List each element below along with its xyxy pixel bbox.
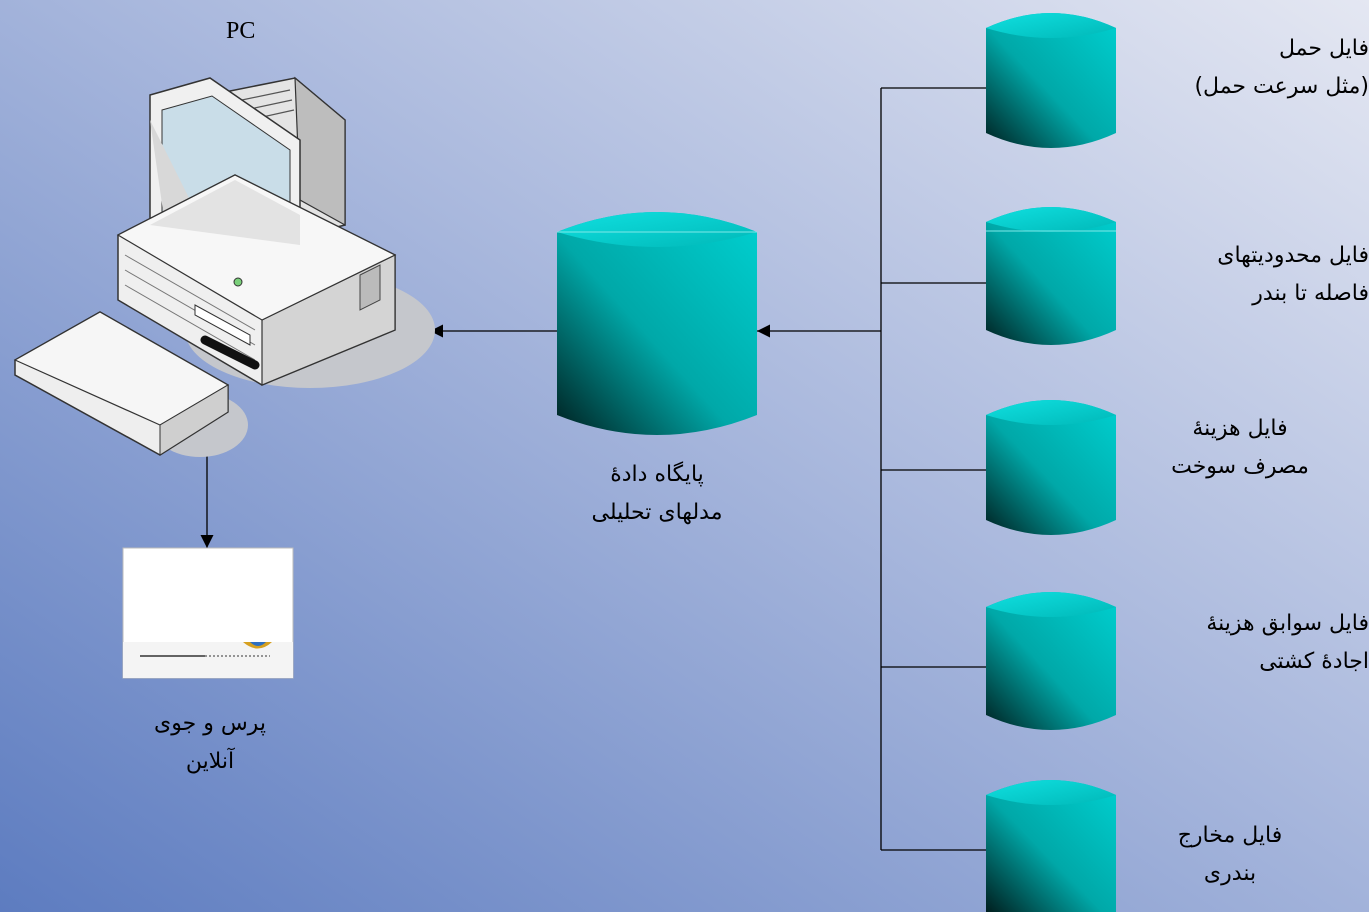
database-label: پایگاه دادهٔ مدلهای تحلیلی bbox=[557, 456, 757, 532]
file-label-line2: مصرف سوخت bbox=[1171, 454, 1309, 479]
file-label-line2: بندری bbox=[1203, 861, 1257, 886]
cylinder-fuel-cost-file bbox=[986, 400, 1116, 535]
database-label-line2: مدلهای تحلیلی bbox=[591, 500, 723, 525]
file-label-line1: فایل مخارج bbox=[1177, 823, 1283, 848]
connector-lines bbox=[200, 87, 986, 851]
file-label-line2: (مثل سرعت حمل) bbox=[1194, 74, 1369, 99]
file-label-shipping: فایل حمل (مثل سرعت حمل) bbox=[1140, 30, 1369, 106]
file-label-line1: فایل هزینهٔ bbox=[1192, 416, 1288, 441]
computer-icon bbox=[13, 76, 435, 457]
file-label-line1: فایل محدودیتهای bbox=[1217, 243, 1369, 268]
document-icon bbox=[122, 547, 294, 679]
cylinder-charter-file bbox=[986, 592, 1116, 730]
query-label-line2: آنلاین bbox=[185, 749, 235, 774]
cylinder-shipping-file bbox=[986, 13, 1116, 148]
file-label-line1: فایل حمل bbox=[1279, 36, 1369, 61]
file-label-line1: فایل سوابق هزینهٔ bbox=[1206, 611, 1369, 636]
file-label-fuel-cost: فایل هزینهٔ مصرف سوخت bbox=[1140, 410, 1340, 486]
cylinder-distance-file bbox=[986, 207, 1116, 345]
cylinder-analytic-database bbox=[557, 212, 757, 435]
database-label-line1: پایگاه دادهٔ bbox=[610, 462, 704, 487]
file-cylinders bbox=[986, 13, 1116, 912]
file-label-port-expenses: فایل مخارج بندری bbox=[1130, 817, 1330, 893]
file-label-line2: فاصله تا بندر bbox=[1252, 281, 1369, 306]
file-label-charter: فایل سوابق هزینهٔ اجادهٔ کشتی bbox=[1140, 605, 1369, 681]
query-label-line1: پرس و جوی bbox=[154, 711, 266, 736]
cylinder-port-expenses-file bbox=[986, 780, 1116, 912]
query-label: پرس و جوی آنلاین bbox=[110, 705, 310, 781]
pc-label: PC bbox=[226, 18, 256, 44]
file-label-line2: اجادهٔ کشتی bbox=[1259, 649, 1369, 674]
file-label-distance: فایل محدودیتهای فاصله تا بندر bbox=[1140, 237, 1369, 313]
